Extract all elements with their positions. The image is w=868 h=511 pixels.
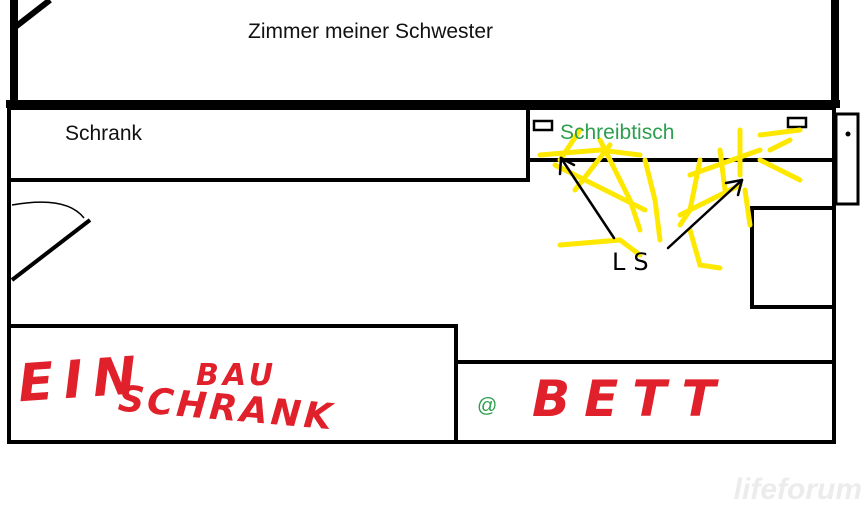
speakers-label: LS: [612, 248, 657, 276]
wardrobe-label: Schrank: [65, 122, 143, 145]
cabinet: [750, 206, 836, 309]
sister-room-label: Zimmer meiner Schwester: [248, 20, 494, 43]
speaker-right: [786, 116, 808, 129]
desk-label: Schreibtisch: [560, 121, 675, 144]
bed: [454, 360, 836, 444]
bed-label: BETT: [532, 370, 730, 428]
window: [834, 112, 860, 206]
built-in-wardrobe-label-part2: BAU: [196, 358, 278, 393]
speaker-left: [532, 119, 554, 132]
speaker-arrows: [558, 156, 744, 250]
bed-marker: @: [477, 395, 498, 417]
window-handle: [845, 131, 851, 137]
watermark: lifeforum: [733, 473, 862, 506]
door-leaf: [10, 218, 92, 282]
door-swing-arc: [11, 201, 85, 219]
desk: [526, 106, 836, 162]
sister-room-door-swing: [12, 0, 52, 31]
